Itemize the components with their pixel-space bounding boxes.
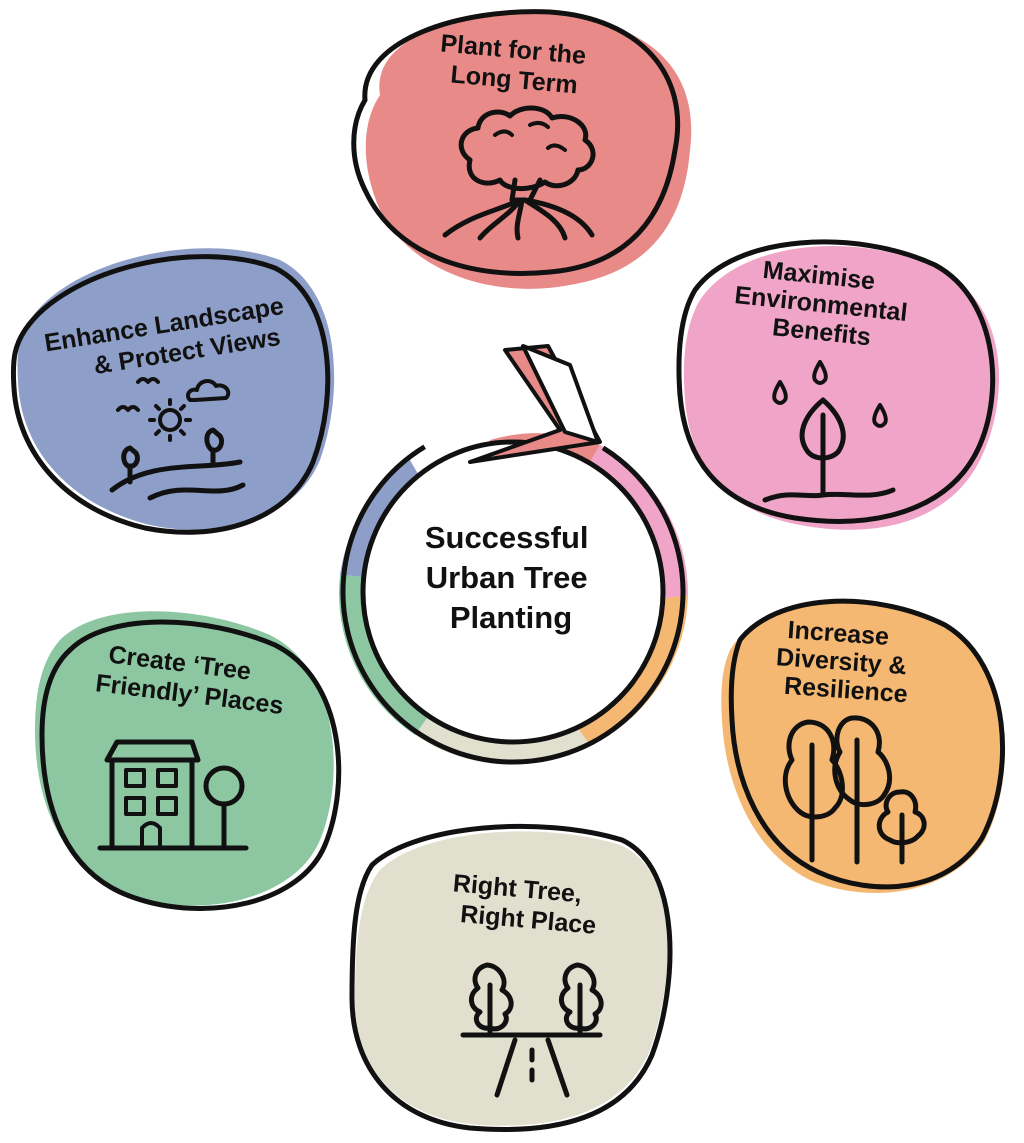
outer-ring-outline <box>340 419 686 765</box>
cycle-arrow-outline <box>521 344 600 444</box>
landscape-icon <box>109 377 246 501</box>
tree-group-icon <box>782 715 927 865</box>
petal-environmental-fill <box>683 246 1000 530</box>
center-cycle: Successful Urban Tree Planting <box>339 344 689 765</box>
petal-landscape-outline <box>10 254 331 535</box>
center-title: Successful Urban Tree Planting <box>425 520 597 635</box>
building-tree-icon <box>97 739 249 851</box>
rain-sapling-icon <box>762 360 896 503</box>
petal-right-tree: Right Tree, Right Place <box>349 823 673 1132</box>
petal-right-tree-label: Right Tree, Right Place <box>449 869 600 940</box>
petal-diversity-label: Increase Diversity & Resilience <box>773 615 916 708</box>
center-title-line-1: Successful <box>425 520 589 555</box>
road-trees-icon <box>460 962 604 1098</box>
petal-diversity-fill <box>721 600 1005 893</box>
petal-environmental: Maximise Environmental Benefits <box>676 239 1000 530</box>
petal-diversity-outline <box>728 598 1005 890</box>
tree-roots-icon <box>442 105 596 241</box>
petal-landscape-fill <box>17 248 335 530</box>
petal-tree-friendly: Create ‘Tree Friendly’ Places <box>35 611 342 911</box>
petal-tree-friendly-outline <box>39 619 342 911</box>
center-circle <box>360 439 666 745</box>
petal-environmental-outline <box>676 239 996 524</box>
petal-diversity: Increase Diversity & Resilience <box>721 598 1005 893</box>
petal-long-term-fill <box>365 13 692 289</box>
center-title-line-3: Planting <box>450 600 572 635</box>
petal-long-term-label: Plant for the Long Term <box>437 29 594 100</box>
petal-long-term-outline <box>351 9 681 276</box>
petal-long-term: Plant for the Long Term <box>351 9 692 289</box>
center-title-line-2: Urban Tree <box>426 560 588 595</box>
petal-right-tree-fill <box>355 831 668 1126</box>
petal-right-tree-outline <box>349 823 673 1132</box>
petal-landscape: Enhance Landscape & Protect Views <box>10 248 335 535</box>
